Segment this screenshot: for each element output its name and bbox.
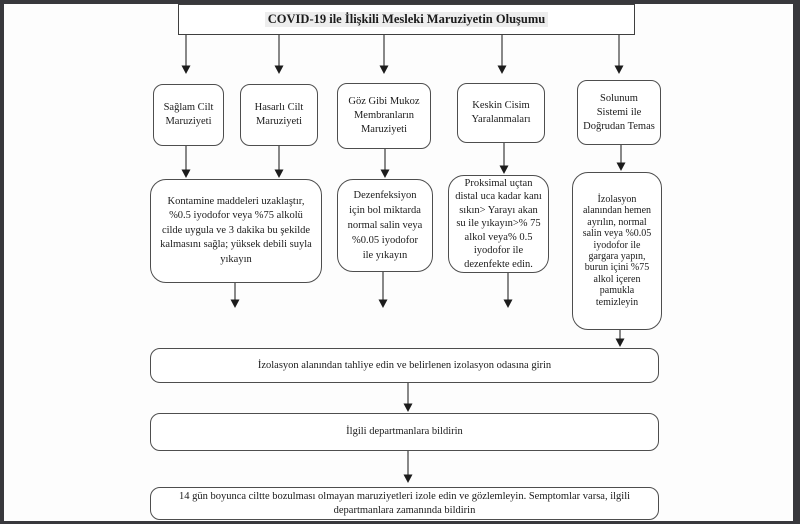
step-label: İlgili departmanlara bildirin xyxy=(346,426,463,438)
action-box-eye-rinse: Dezenfeksiyon için bol miktarda normal s… xyxy=(337,179,433,272)
flowchart-title-box: COVID-19 ile İlişkili Mesleki Maruziyeti… xyxy=(178,4,635,35)
action-label: İzolasyon alanından hemen ayrılın, norma… xyxy=(582,193,652,308)
action-label: Proksimal uçtan distal uca kadar kanı sı… xyxy=(455,177,542,270)
exposure-box-intact-skin: Sağlam Cilt Maruziyeti xyxy=(153,84,224,146)
exposure-label: Keskin Cisim Yaralanmaları xyxy=(471,100,531,125)
exposure-box-mucous-membrane: Göz Gibi Mukoz Membranların Maruziyeti xyxy=(337,83,431,149)
exposure-label: Sağlam Cilt Maruziyeti xyxy=(163,102,214,127)
step-label: İzolasyon alanından tahliye edin ve beli… xyxy=(257,359,552,371)
action-box-skin-decontamination: Kontamine maddeleri uzaklaştır, %0.5 iyo… xyxy=(150,179,322,283)
step-box-notify-departments: İlgili departmanlara bildirin xyxy=(150,413,659,451)
action-box-respiratory-cleaning: İzolasyon alanından hemen ayrılın, norma… xyxy=(572,172,662,330)
action-label: Kontamine maddeleri uzaklaştır, %0.5 iyo… xyxy=(160,195,312,265)
exposure-label: Solunum Sistemi ile Doğrudan Temas xyxy=(583,92,655,132)
screen-edge-right xyxy=(793,0,800,524)
exposure-box-respiratory-contact: Solunum Sistemi ile Doğrudan Temas xyxy=(577,80,661,145)
screen-edge-top xyxy=(0,0,800,4)
flowchart-title: COVID-19 ile İlişkili Mesleki Maruziyeti… xyxy=(264,12,549,27)
step-label: 14 gün boyunca ciltte bozulması olmayan … xyxy=(178,491,631,516)
screen-edge-left xyxy=(0,0,4,524)
step-box-evacuate-isolation: İzolasyon alanından tahliye edin ve beli… xyxy=(150,348,659,383)
screen-edge-bottom xyxy=(0,521,800,524)
action-label: Dezenfeksiyon için bol miktarda normal s… xyxy=(347,190,423,261)
exposure-label: Göz Gibi Mukoz Membranların Maruziyeti xyxy=(348,96,420,135)
step-box-observe-14-days: 14 gün boyunca ciltte bozulması olmayan … xyxy=(150,487,659,520)
action-box-wound-disinfection: Proksimal uçtan distal uca kadar kanı sı… xyxy=(448,175,549,273)
exposure-box-sharp-injury: Keskin Cisim Yaralanmaları xyxy=(457,83,545,143)
exposure-box-damaged-skin: Hasarlı Cilt Maruziyeti xyxy=(240,84,318,146)
exposure-label: Hasarlı Cilt Maruziyeti xyxy=(254,102,304,127)
